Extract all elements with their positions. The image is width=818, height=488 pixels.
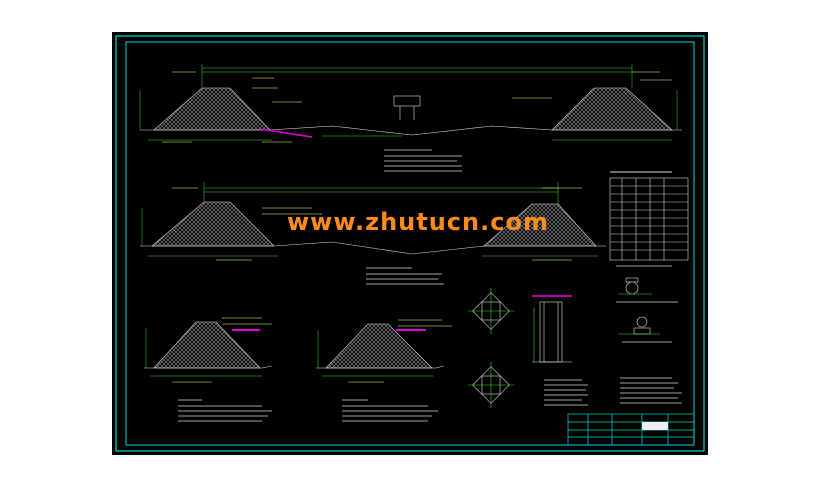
outer-frame bbox=[115, 35, 705, 452]
column-detail bbox=[532, 295, 572, 363]
embankment-left-1 bbox=[153, 87, 271, 131]
section-row-2 bbox=[140, 182, 606, 285]
title-block bbox=[567, 413, 695, 446]
inner-frame bbox=[125, 41, 695, 446]
cad-drawing-sheet: www.zhutucn.com bbox=[112, 32, 708, 455]
embankment-left-2 bbox=[151, 201, 275, 247]
section-row-1 bbox=[139, 64, 682, 172]
ground-line-1 bbox=[140, 125, 682, 136]
parameter-table bbox=[609, 177, 689, 261]
section-row-3 bbox=[144, 317, 452, 422]
pile-detail-bottom bbox=[468, 362, 514, 408]
small-detail-1 bbox=[618, 277, 652, 295]
embankment-section-drawing bbox=[115, 35, 705, 452]
watermark-text: www.zhutucn.com bbox=[287, 208, 549, 236]
small-detail-2 bbox=[618, 316, 660, 335]
pile-detail-top bbox=[468, 288, 514, 334]
embankment-right-1 bbox=[551, 87, 673, 131]
